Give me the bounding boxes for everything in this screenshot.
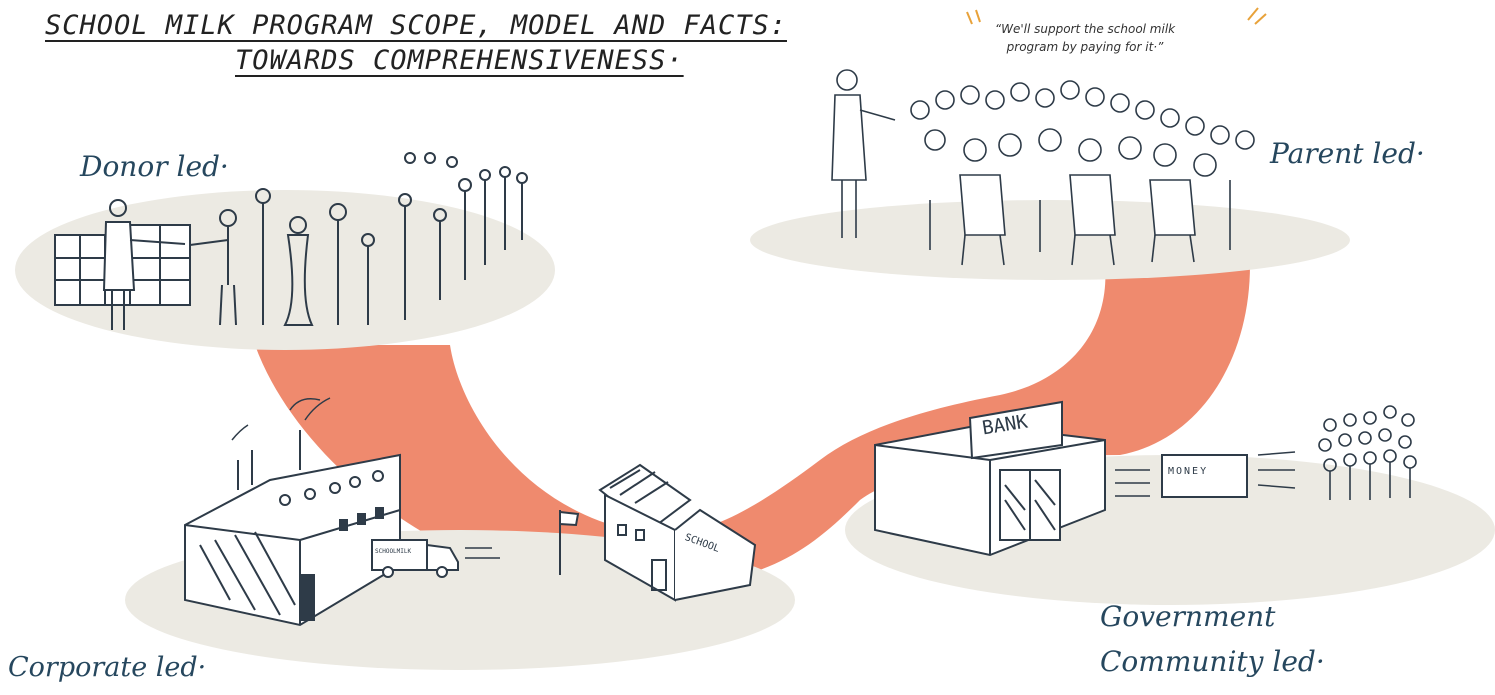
label-parent-led: Parent led·	[1270, 137, 1425, 170]
money-transfer	[1115, 451, 1296, 498]
emphasis-marks	[966, 7, 1267, 25]
money-sign: MONEY	[1168, 466, 1209, 477]
parent-scene	[831, 7, 1267, 266]
corporate-scene	[184, 397, 757, 627]
label-community-led: Community led·	[1100, 645, 1325, 678]
quote-line-2: program by paying for it·”	[1006, 40, 1164, 54]
government-scene	[874, 400, 1417, 557]
speaker-person	[831, 69, 896, 238]
connector-band	[255, 265, 1250, 591]
queue-people	[255, 152, 528, 326]
parent-platform	[750, 200, 1350, 280]
school-building	[598, 463, 757, 602]
label-corporate-led: Corporate led·	[8, 652, 207, 683]
donor-scene	[54, 152, 528, 330]
audience-crowd	[910, 80, 1255, 266]
flag	[559, 510, 580, 575]
donor-person	[102, 199, 186, 330]
bank-building	[874, 400, 1106, 557]
parent-quote: “We'll support the school milk program b…	[985, 20, 1185, 56]
factory-building	[184, 397, 401, 627]
quote-line-1: “We'll support the school milk	[994, 22, 1176, 36]
label-government: Government	[1100, 600, 1276, 633]
title-line-2: TOWARDS COMPREHENSIVENESS·	[235, 45, 684, 76]
truck-sign: SCHOOLMILK	[375, 548, 412, 555]
recipient-person	[189, 209, 237, 326]
milk-truck	[371, 539, 500, 578]
title-line-1: SCHOOL MILK PROGRAM SCOPE, MODEL AND FAC…	[45, 10, 787, 41]
community-group	[1318, 405, 1417, 500]
label-donor-led: Donor led·	[80, 150, 229, 183]
